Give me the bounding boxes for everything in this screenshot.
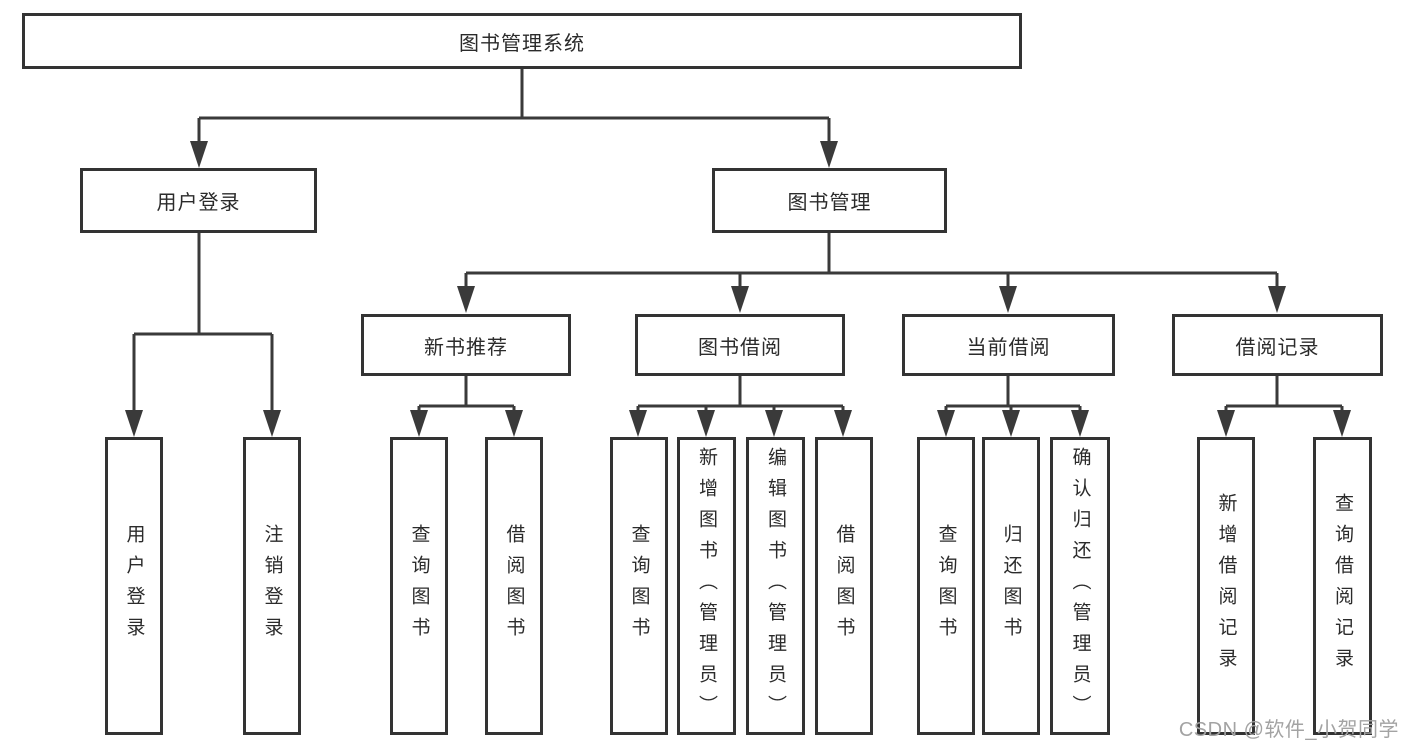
node-book-management: 图书管理 <box>712 168 947 233</box>
node-label: 确认归还（管理员） <box>1069 446 1091 726</box>
node-label: 编辑图书（管理员） <box>765 446 786 726</box>
node-label: 借阅图书 <box>503 524 525 648</box>
node-label: 注销登录 <box>261 524 283 648</box>
leaf-query-books-recommend: 查询图书 <box>390 437 448 735</box>
node-label: 查询图书 <box>628 524 650 648</box>
leaf-query-borrow-record: 查询借阅记录 <box>1313 437 1372 735</box>
leaf-borrow-books-recommend: 借阅图书 <box>485 437 543 735</box>
leaf-edit-book-admin: 编辑图书（管理员） <box>746 437 805 735</box>
node-label: 查询图书 <box>935 524 957 648</box>
leaf-return-book: 归还图书 <box>982 437 1040 735</box>
node-label: 归还图书 <box>1000 524 1022 648</box>
leaf-add-borrow-record: 新增借阅记录 <box>1197 437 1255 735</box>
node-label: 借阅记录 <box>1235 336 1320 359</box>
leaf-user-login: 用户登录 <box>105 437 163 735</box>
node-current-borrowing: 当前借阅 <box>902 314 1115 376</box>
leaf-add-book-admin: 新增图书（管理员） <box>677 437 736 735</box>
node-label: 新增图书（管理员） <box>696 446 717 726</box>
node-user-login: 用户登录 <box>80 168 317 233</box>
node-label: 查询图书 <box>408 524 430 648</box>
node-label: 借阅图书 <box>833 524 855 648</box>
node-book-management-system: 图书管理系统 <box>22 13 1022 69</box>
node-label: 图书借阅 <box>698 336 782 359</box>
node-label: 新增借阅记录 <box>1215 493 1237 679</box>
leaf-logout: 注销登录 <box>243 437 301 735</box>
node-book-borrowing: 图书借阅 <box>635 314 845 376</box>
node-new-book-recommendation: 新书推荐 <box>361 314 571 376</box>
node-label: 查询借阅记录 <box>1332 493 1353 679</box>
node-label: 图书管理系统 <box>459 32 585 55</box>
csdn-watermark: CSDN @软件_小贺同学 <box>1178 719 1399 741</box>
node-borrowing-records: 借阅记录 <box>1172 314 1383 376</box>
node-label: 新书推荐 <box>424 336 508 359</box>
node-label: 用户登录 <box>123 524 145 648</box>
node-label: 用户登录 <box>156 192 241 214</box>
leaf-query-books-borrowing: 查询图书 <box>610 437 668 735</box>
leaf-borrow-books-borrowing: 借阅图书 <box>815 437 873 735</box>
leaf-query-books-current: 查询图书 <box>917 437 975 735</box>
node-label: 当前借阅 <box>966 336 1051 359</box>
leaf-confirm-return-admin: 确认归还（管理员） <box>1050 437 1110 735</box>
node-label: 图书管理 <box>787 192 872 214</box>
